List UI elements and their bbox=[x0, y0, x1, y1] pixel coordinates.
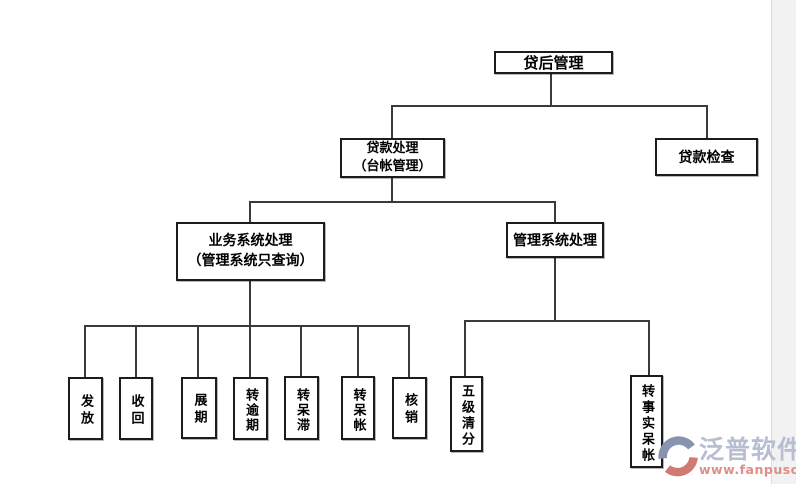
connector-line bbox=[249, 280, 251, 327]
node-label: 贷后管理 bbox=[523, 54, 584, 72]
node-label: 贷款检查 bbox=[678, 150, 735, 166]
node-management-system-processing: 管理系统处理 bbox=[506, 222, 604, 258]
connector-line bbox=[391, 105, 708, 107]
node-business-system-processing: 业务系统处理 （管理系统只查询） bbox=[176, 222, 325, 281]
connector-line bbox=[197, 325, 199, 377]
connector-line bbox=[464, 320, 466, 376]
node-issue: 发放 bbox=[68, 377, 103, 440]
node-label: 转呆滞 bbox=[294, 387, 309, 433]
node-to-actual-bad-debt: 转事实呆帐 bbox=[630, 375, 663, 468]
node-to-overdue: 转逾期 bbox=[233, 377, 268, 440]
connector-line bbox=[391, 105, 393, 138]
connector-line bbox=[135, 325, 137, 377]
node-to-bad-debt: 转呆帐 bbox=[341, 376, 375, 440]
connector-line bbox=[706, 105, 708, 138]
node-label: 核销 bbox=[402, 393, 417, 427]
connector-line bbox=[300, 325, 302, 376]
connector-line bbox=[84, 325, 86, 377]
node-loan-processing: 贷款处理 （台帐管理） bbox=[340, 138, 445, 178]
connector-line bbox=[408, 325, 410, 377]
watermark-brand: 泛普软件 bbox=[699, 435, 796, 464]
watermark-text: 泛普软件 www.fanpusoft.com bbox=[699, 433, 796, 477]
connector-line bbox=[249, 325, 251, 377]
connector-line bbox=[357, 325, 359, 376]
fanpu-logo-icon bbox=[658, 436, 698, 477]
connector-line bbox=[554, 258, 556, 322]
node-five-level-sort: 五级清分 bbox=[450, 376, 483, 452]
connector-line bbox=[554, 201, 556, 222]
node-label-line2: （台帐管理） bbox=[353, 159, 432, 174]
node-label: 收回 bbox=[128, 393, 144, 428]
page-side-strip bbox=[771, 0, 796, 484]
connector-line bbox=[391, 177, 393, 203]
connector-line bbox=[249, 201, 556, 203]
connector-line bbox=[550, 73, 552, 107]
connector-line bbox=[648, 320, 650, 375]
node-label: 转呆帐 bbox=[350, 387, 366, 433]
node-recover: 收回 bbox=[119, 377, 153, 440]
watermark-url: www.fanpusoft.com bbox=[699, 462, 796, 477]
node-loan-check: 贷款检查 bbox=[655, 138, 758, 176]
node-write-off: 核销 bbox=[392, 377, 427, 439]
node-label-line2: （管理系统只查询） bbox=[187, 252, 314, 269]
node-label: 转逾期 bbox=[243, 388, 258, 433]
node-label: 展期 bbox=[191, 393, 207, 427]
node-label: 五级清分 bbox=[459, 384, 474, 448]
node-label: 发放 bbox=[78, 393, 93, 428]
node-label: 管理系统处理 bbox=[513, 233, 597, 249]
node-extend: 展期 bbox=[181, 377, 217, 439]
node-label-line1: 业务系统处理 bbox=[208, 232, 293, 249]
connector-line bbox=[84, 325, 410, 327]
node-to-stagnant: 转呆滞 bbox=[284, 376, 319, 440]
node-post-loan-management: 贷后管理 bbox=[494, 51, 613, 74]
node-label-line1: 贷款处理 bbox=[366, 140, 419, 156]
connector-line bbox=[464, 320, 650, 322]
connector-line bbox=[249, 201, 251, 222]
node-label: 转事实呆帐 bbox=[639, 383, 654, 464]
watermark: 泛普软件 www.fanpusoft.com bbox=[658, 433, 796, 478]
